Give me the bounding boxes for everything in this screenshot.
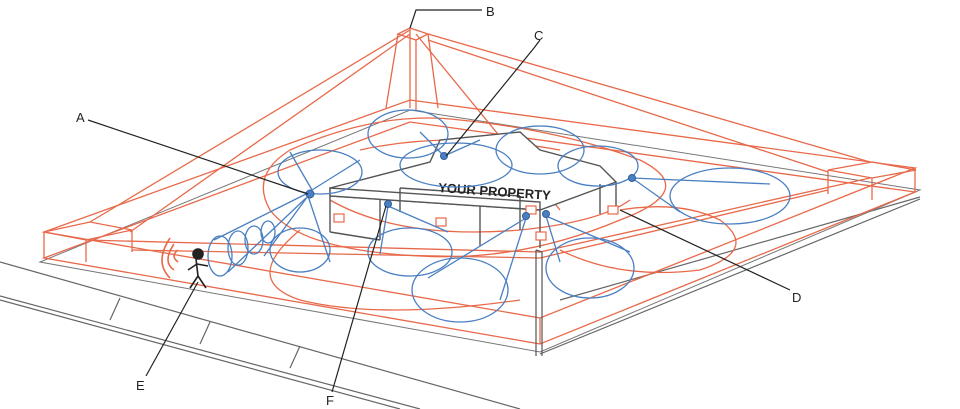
callout-a: A <box>76 110 85 125</box>
callout-c: C <box>534 28 543 43</box>
sensor-f <box>384 200 392 208</box>
road-lines <box>0 196 921 409</box>
callout-f: F <box>326 393 334 408</box>
leader-a <box>87 119 309 195</box>
sensor-d <box>628 174 636 182</box>
property-building <box>329 131 618 248</box>
callout-d: D <box>792 290 801 305</box>
leader-c <box>445 39 541 157</box>
callout-labels: A B C D E F <box>76 4 801 408</box>
front-post <box>535 249 543 356</box>
lot-outline <box>38 109 922 353</box>
sensor-a <box>305 189 315 199</box>
callout-b: B <box>486 4 495 19</box>
mount-boxes <box>333 205 619 241</box>
perimeter-beams <box>41 27 918 345</box>
detection-zones <box>207 109 791 323</box>
leader-lines <box>87 9 791 393</box>
sensor-front-left <box>522 212 530 220</box>
callout-e: E <box>136 378 145 393</box>
leader-e <box>145 281 199 377</box>
intruder-figure <box>161 237 209 289</box>
leader-b <box>409 9 482 29</box>
sensor-c <box>440 152 448 160</box>
leader-f <box>331 205 387 393</box>
sensor-front-right <box>542 210 550 218</box>
sensor-heads <box>305 152 636 220</box>
leader-d <box>619 209 791 291</box>
